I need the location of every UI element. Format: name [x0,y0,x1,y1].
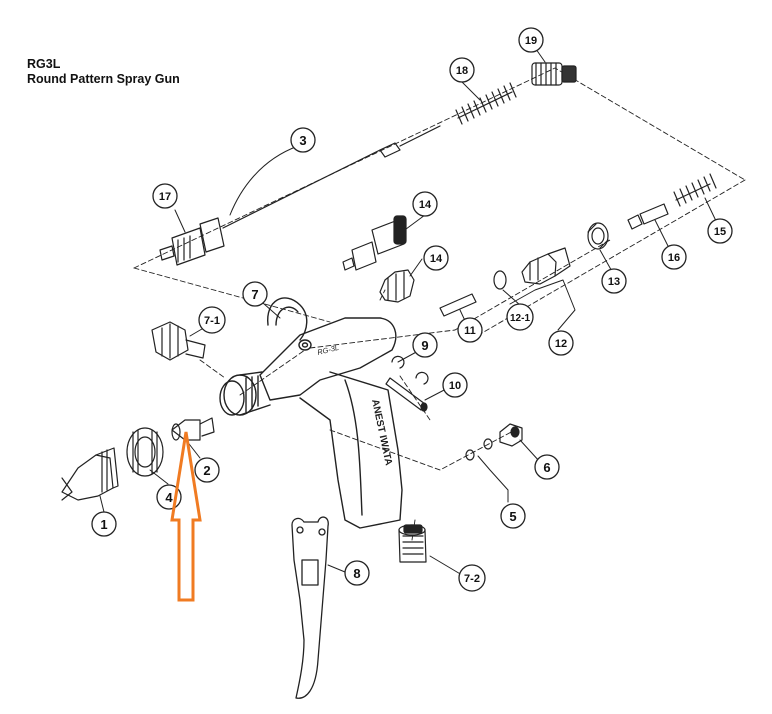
svg-text:12: 12 [555,338,567,350]
callout-16: 16 [661,244,687,270]
svg-text:15: 15 [714,226,726,238]
svg-text:7-2: 7-2 [464,573,480,585]
svg-text:16: 16 [668,252,680,264]
diagram-header: RG3L Round Pattern Spray Gun [27,57,180,87]
svg-text:14: 14 [430,253,443,265]
part-13-valve-seat [587,222,609,250]
callout-7: 7 [242,281,268,307]
callout-19: 19 [518,27,544,53]
callout-14-lower: 14 [423,245,449,271]
part-17-packing-set [159,217,225,266]
callout-12: 12 [548,330,574,356]
part-14-packing-nut [379,269,415,303]
svg-text:12-1: 12-1 [510,313,530,324]
body-model-marking: RG-3L [316,343,340,357]
svg-text:6: 6 [543,460,550,475]
svg-text:10: 10 [449,380,461,392]
callout-8: 8 [344,560,370,586]
svg-text:17: 17 [159,191,171,203]
diagram-title: Round Pattern Spray Gun [27,72,180,86]
svg-text:14: 14 [419,199,432,211]
assembly-guide-lines [133,67,746,541]
callout-11: 11 [457,317,483,343]
svg-text:2: 2 [203,463,210,478]
callout-7-1: 7-1 [198,306,226,334]
part-1-air-cap [61,447,119,501]
part-9-clips [391,355,429,385]
svg-text:7: 7 [251,287,258,302]
highlight-arrow [170,431,202,602]
part-12-valve-body [521,247,571,285]
svg-text:8: 8 [353,566,360,581]
svg-text:5: 5 [509,509,516,524]
callout-6: 6 [534,454,560,480]
part-5-washers [465,438,493,461]
svg-text:13: 13 [608,276,620,288]
part-7-gun-body [219,297,403,529]
part-19-adjusting-knob [531,62,577,86]
svg-text:3: 3 [299,133,306,148]
callout-9: 9 [412,332,438,358]
callout-17: 17 [152,183,178,209]
callout-5: 5 [500,503,526,529]
body-brand-marking: ANEST IWATA [369,398,394,466]
part-12-1-o-ring [493,270,507,290]
callout-10: 10 [442,372,468,398]
part-8-trigger [291,516,329,699]
part-2-fluid-nozzle [171,417,215,441]
callout-7-2: 7-2 [458,564,486,592]
callout-3: 3 [290,127,316,153]
part-11-shaft [439,293,477,317]
svg-text:11: 11 [464,325,476,337]
part-4-air-cap-ring [126,427,164,477]
svg-text:1: 1 [100,517,107,532]
svg-text:4: 4 [165,490,173,505]
callout-12-1: 12-1 [506,303,534,331]
callout-2: 2 [194,457,220,483]
part-16-air-valve [627,203,669,230]
callout-18: 18 [449,57,475,83]
part-6-nut [499,423,523,447]
callout-labels: 1 2 3 4 5 6 7 7-1 7-2 8 9 10 11 12 12-1 … [91,27,733,592]
callout-14-upper: 14 [412,191,438,217]
svg-text:7-1: 7-1 [204,315,220,327]
model-name: RG3L [27,57,61,71]
part-7-2-air-inlet [398,524,427,563]
part-7-1-inlet-nipple [151,321,206,361]
part-15-air-valve-spring [673,173,717,207]
part-18-needle-spring [455,82,517,125]
svg-text:19: 19 [525,35,537,47]
callout-1: 1 [91,511,117,537]
svg-text:9: 9 [421,338,428,353]
callout-13: 13 [601,268,627,294]
part-10-trigger-pin [385,377,428,412]
callout-leaders [99,41,718,576]
callout-15: 15 [707,218,733,244]
svg-text:18: 18 [456,65,468,77]
part-14-packing-upper [342,215,407,271]
part-3-needle [222,125,441,229]
